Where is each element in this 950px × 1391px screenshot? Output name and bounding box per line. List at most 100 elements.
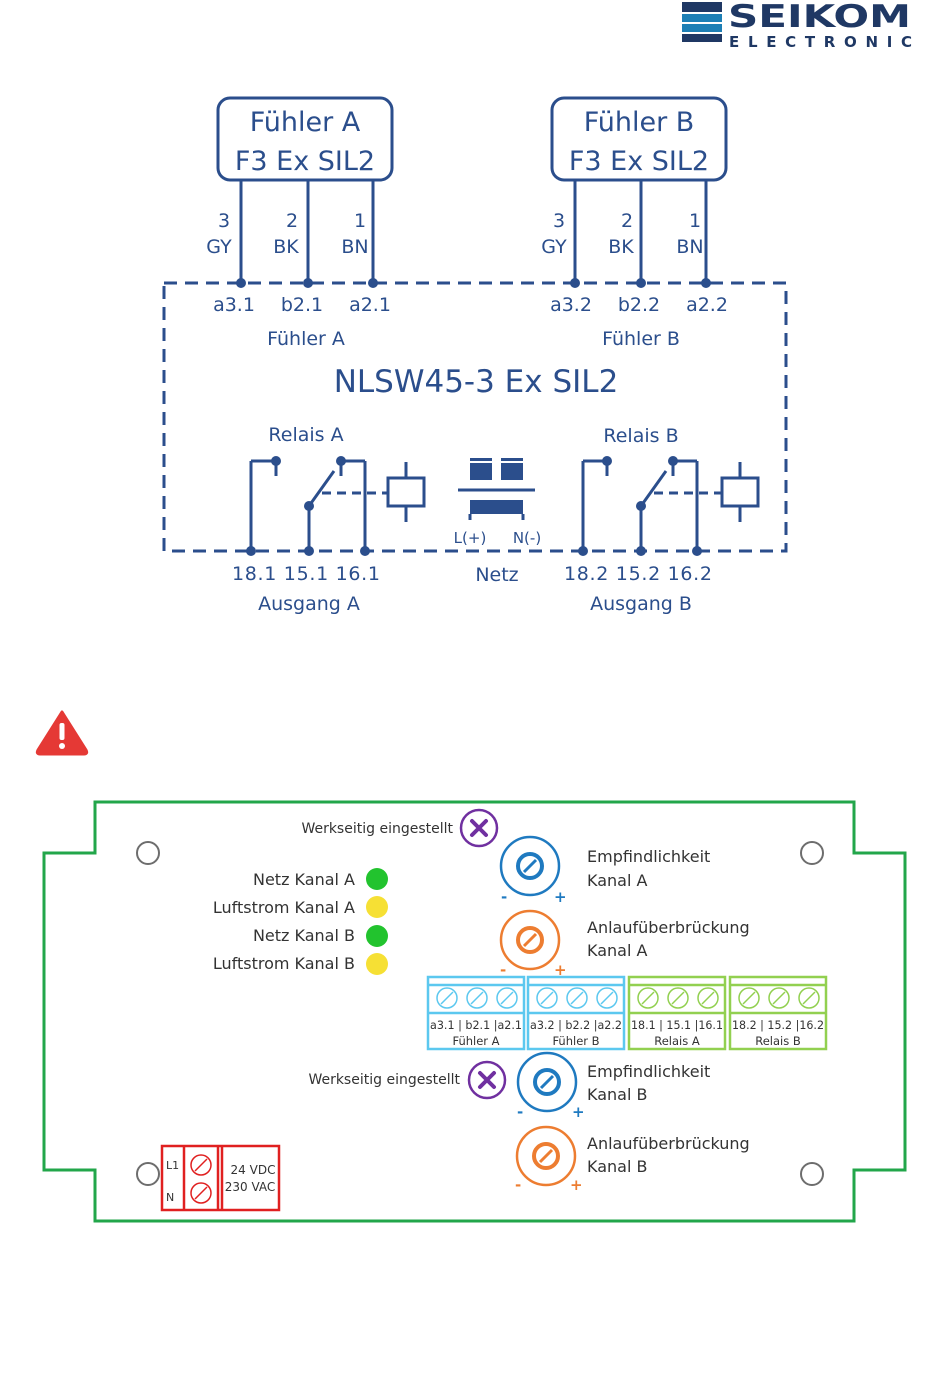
pot-minus: - [515,1176,521,1194]
led-yellow-indicator [366,896,388,918]
output-b-terminals: 18.2 15.2 16.2 [564,563,712,585]
pot-label-line2: Kanal B [587,1157,647,1176]
wire-color: BK [273,236,299,258]
wire-color: BN [341,236,368,258]
wiring-labels: Fühler A F3 Ex SIL2 Fühler B F3 Ex SIL2 … [206,107,728,615]
led-label: Luftstrom Kanal B [213,954,355,973]
sensor-b-box [550,96,728,182]
relay-b-label: Relais B [603,425,678,447]
device-title: NLSW45-3 Ex SIL2 [334,364,619,400]
transformer-icon [458,458,535,520]
pot-startup-bypass-a[interactable]: - + [499,909,567,979]
pot-sensitivity-b[interactable]: - + [516,1051,585,1121]
power-voltage-2: 230 VAC [225,1180,276,1194]
mounting-holes [136,841,824,1186]
factory-set-icon [467,1060,507,1100]
pot-plus: + [572,1103,585,1121]
group-b-label: Fühler B [602,328,680,350]
terminal-block-sensor-b [526,975,626,1051]
output-b-label: Ausgang B [590,593,692,615]
logo-subtitle: ELECTRONIC [729,33,912,51]
relay-a-label: Relais A [268,424,343,446]
terminal-label: a2.1 [349,294,391,316]
pot-minus: - [500,961,506,979]
pot-minus: - [501,888,507,906]
pot-minus: - [517,1103,523,1121]
pot-label-line1: Empfindlichkeit [587,1062,710,1081]
terminal-label: a2.2 [686,294,728,316]
terminal-label: b2.1 [281,294,323,316]
terminal-block-labels: a3.1 | b2.1 |a2.1 Fühler A a3.2 | b2.2 |… [430,1018,824,1048]
wire-number: 2 [286,210,298,232]
terminal-block-sensor-a [426,975,526,1051]
pot-plus: + [570,1176,583,1194]
led-indicators: Netz Kanal A Luftstrom Kanal A Netz Kana… [213,868,388,975]
output-a-terminals: 18.1 15.1 16.1 [232,563,380,585]
sensor-b-subtitle: F3 Ex SIL2 [569,146,709,177]
terminal-block-label: Fühler A [452,1034,499,1048]
pot-plus: + [554,888,567,906]
terminal-block-relay-b [728,975,828,1051]
led-yellow-indicator [366,953,388,975]
terminal-block-relay-a [627,975,727,1051]
led-label: Netz Kanal A [253,870,355,889]
factory-set-icon [459,808,499,848]
terminal-label: a3.2 [550,294,592,316]
pot-label-line2: Kanal B [587,1085,647,1104]
pot-label-line1: Anlaufüberbrückung [587,1134,750,1153]
sensor-a-box [216,96,394,182]
terminal-dots [236,278,711,556]
pot-label-line2: Kanal A [587,941,647,960]
logo-mark-icon [682,2,722,42]
relay-b-contacts [581,459,722,551]
power-l1-label: L1 [166,1159,179,1172]
output-a-label: Ausgang A [258,593,360,615]
transformer-right-label: N(-) [513,529,541,547]
factory-set-label-2: Werkseitig eingestellt [308,1072,460,1088]
relay-a-coil [386,462,426,522]
transformer-left-label: L(+) [454,529,487,547]
sensor-a-subtitle: F3 Ex SIL2 [235,146,375,177]
pot-sensitivity-a[interactable]: - + [499,835,567,906]
seikom-logo: SEIKOM ELECTRONIC [682,0,912,51]
netz-label: Netz [475,564,518,586]
terminal-label: b2.2 [618,294,660,316]
terminal-block-label: Relais A [654,1034,700,1048]
device-housing-dashed [162,281,788,553]
factory-set-label-1: Werkseitig eingestellt [301,821,453,837]
led-label: Luftstrom Kanal A [213,898,355,917]
board-outline [42,800,907,1223]
pot-label-line1: Anlaufüberbrückung [587,918,750,937]
pcb-board: Werkseitig eingestellt Werkseitig einges… [42,800,907,1223]
pot-startup-bypass-b[interactable]: - + [515,1125,583,1194]
terminal-pins: a3.1 | b2.1 |a2.1 [430,1018,522,1032]
pot-plus: + [554,961,567,979]
sensor-a-title: Fühler A [250,107,361,138]
power-voltage-1: 24 VDC [231,1163,276,1177]
terminal-pins: a3.2 | b2.2 |a2.2 [530,1018,622,1032]
wire-number: 2 [621,210,633,232]
wire-number: 3 [218,210,230,232]
terminal-pins: 18.1 | 15.1 |16.1 [631,1018,723,1032]
warning-icon [35,710,89,756]
wire-color: GY [541,236,567,258]
led-label: Netz Kanal B [253,926,355,945]
terminal-label: a3.1 [213,294,255,316]
pot-label-line2: Kanal A [587,871,647,890]
wire-color: GY [206,236,232,258]
sensor-b-title: Fühler B [584,107,695,138]
power-terminal [160,1144,281,1212]
relay-b-coil [720,462,760,522]
led-green-indicator [366,868,388,890]
group-a-label: Fühler A [267,328,345,350]
terminal-block-label: Relais B [755,1034,801,1048]
wire-number: 3 [553,210,565,232]
wire-color: BK [608,236,634,258]
terminal-pins: 18.2 | 15.2 |16.2 [732,1018,824,1032]
relay-a-contacts [249,459,388,551]
wire-number: 1 [689,210,701,232]
wire-color: BN [676,236,703,258]
pot-label-line1: Empfindlichkeit [587,847,710,866]
terminal-block-label: Fühler B [552,1034,599,1048]
